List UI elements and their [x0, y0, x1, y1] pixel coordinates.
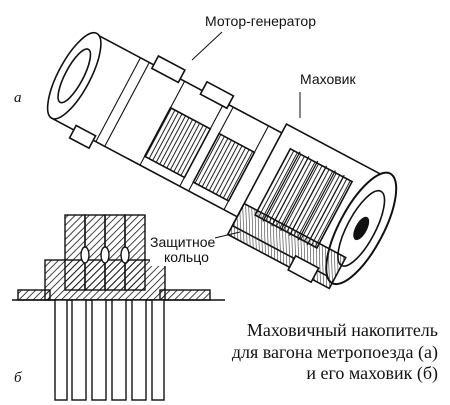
label-flywheel: Маховик — [300, 71, 356, 87]
machine-drawing — [46, 31, 398, 290]
caption-line3: и его маховик (б) — [306, 363, 438, 384]
label-protective-ring-line1: Защитное — [150, 234, 216, 250]
marker-a: а — [14, 90, 22, 106]
caption-line1: Маховичный накопитель — [246, 320, 438, 340]
caption-line2: для вагона метропоезда (а) — [231, 341, 438, 362]
label-protective-ring: Защитное кольцо — [150, 234, 216, 266]
label-motor-generator: Мотор-генератор — [205, 13, 316, 29]
label-protective-ring-line2: кольцо — [164, 249, 209, 266]
caption: Маховичный накопитель для вагона метропо… — [188, 320, 438, 385]
flywheel-section — [12, 214, 225, 401]
marker-b: б — [14, 370, 22, 386]
